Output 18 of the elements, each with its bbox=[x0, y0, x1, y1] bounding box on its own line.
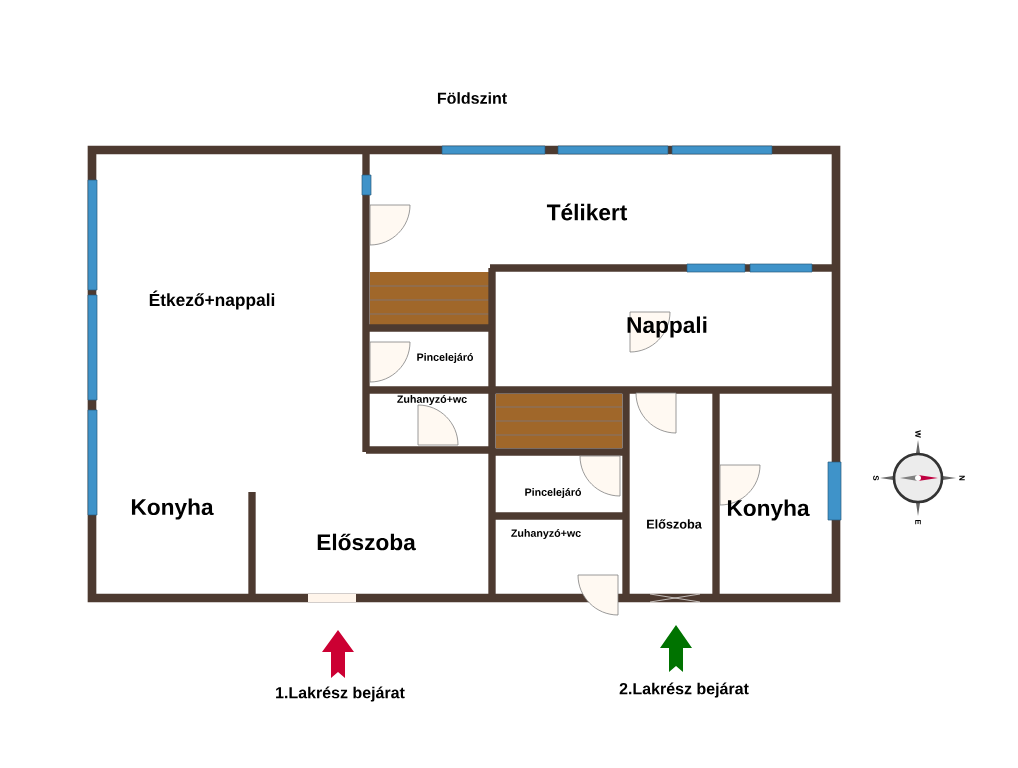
room-label: Zuhanyzó+wc bbox=[511, 529, 581, 540]
room-label: Pincelejáró bbox=[417, 353, 474, 364]
title: Földszint bbox=[437, 92, 507, 104]
room-label: Előszoba bbox=[317, 533, 416, 551]
room-label: Nappali bbox=[627, 316, 707, 338]
room-label: Konyha bbox=[131, 498, 214, 520]
entrance-label: 2.Lakrész bejárat bbox=[619, 682, 749, 698]
room-label: Zuhanyzó+wc bbox=[397, 395, 467, 406]
room-label: Előszoba bbox=[647, 519, 702, 529]
room-label: Konyha bbox=[727, 499, 810, 521]
compass-letter: S bbox=[873, 475, 879, 481]
compass-letter: W bbox=[915, 430, 921, 438]
entrance-label: 1.Lakrész bejárat bbox=[276, 686, 405, 702]
room-label: Pincelejáró bbox=[525, 488, 582, 499]
compass-letter: N bbox=[959, 475, 965, 481]
room-label: Étkező+nappali bbox=[149, 290, 275, 310]
room-label: Télikert bbox=[546, 203, 628, 221]
compass-letter: E bbox=[915, 519, 921, 525]
